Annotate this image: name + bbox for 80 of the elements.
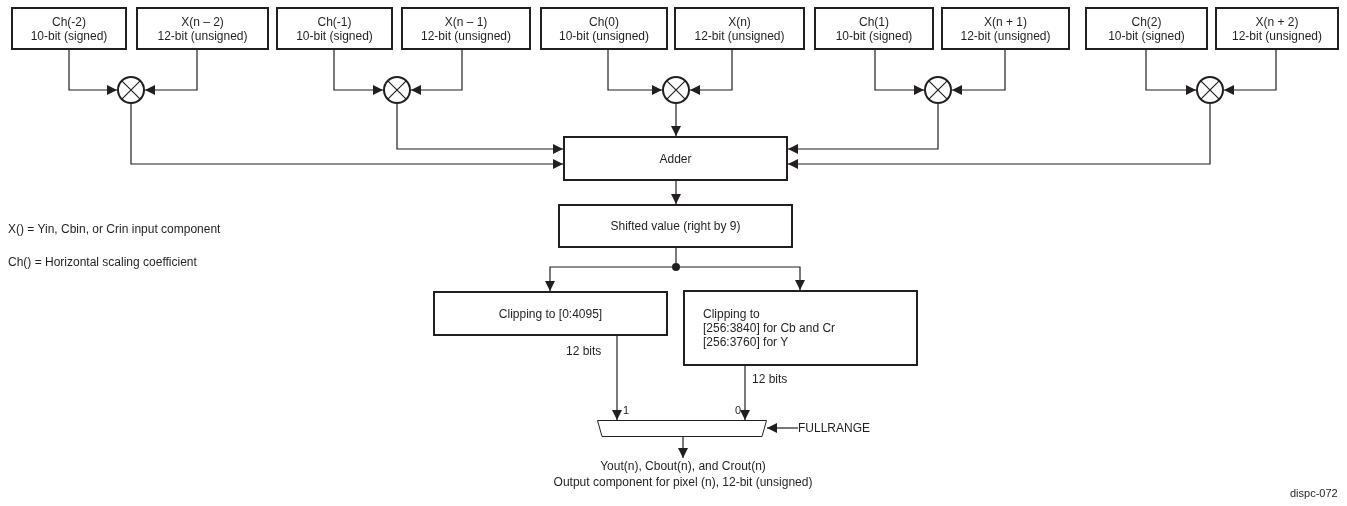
multiplexer-symbol bbox=[597, 420, 767, 437]
multiplier-symbol bbox=[924, 76, 952, 104]
arrow bbox=[144, 49, 198, 95]
arrow bbox=[333, 49, 384, 95]
edge-label: 12 bits bbox=[566, 344, 602, 358]
box-label: Clipping to bbox=[703, 307, 760, 321]
arrow bbox=[545, 266, 673, 292]
arrow bbox=[607, 49, 663, 95]
arrow bbox=[1223, 49, 1277, 95]
box-label: 10-bit (signed) bbox=[296, 28, 373, 43]
process-box bbox=[1215, 7, 1339, 50]
output-description: Yout(n), Cbout(n), and Crout(n) bbox=[600, 458, 766, 474]
arrow bbox=[68, 49, 118, 95]
process-box bbox=[401, 7, 531, 50]
box-label: 10-bit (signed) bbox=[30, 28, 108, 43]
box-label: [256:3760] for Y bbox=[703, 335, 789, 349]
process-box bbox=[276, 7, 393, 50]
box-label: X(n + 2) bbox=[1255, 14, 1299, 29]
process-box bbox=[540, 7, 668, 50]
box-label: Ch(-1) bbox=[317, 14, 352, 29]
box-label: 10-bit (unsigned) bbox=[558, 28, 650, 43]
process-box bbox=[558, 204, 793, 248]
box-label: Ch(-2) bbox=[52, 14, 86, 29]
multiplier-symbol bbox=[1196, 76, 1224, 104]
input-number: 0 bbox=[735, 404, 742, 417]
process-box bbox=[433, 291, 668, 336]
box-label: X(n – 1) bbox=[444, 14, 488, 29]
arrow bbox=[874, 49, 925, 95]
figure-id: dispc-072 bbox=[1290, 487, 1338, 500]
process-box bbox=[814, 7, 934, 50]
box-label: X(n) bbox=[728, 14, 751, 29]
box-label: [256:3840] for Cb and Cr bbox=[703, 321, 836, 335]
box-label: Adder bbox=[659, 151, 692, 166]
note-text: Ch() = Horizontal scaling coefficient bbox=[8, 256, 197, 269]
arrow bbox=[740, 365, 750, 421]
arrow bbox=[787, 103, 1211, 169]
process-box bbox=[1085, 7, 1208, 50]
box-label: Ch(0) bbox=[589, 14, 619, 29]
input-number: 1 bbox=[623, 404, 630, 417]
box-label: Ch(2) bbox=[1131, 14, 1162, 29]
box-label: Clipping to [0:4095] bbox=[498, 306, 603, 321]
multiplier-symbol bbox=[662, 76, 690, 104]
multiplier-symbol bbox=[117, 76, 145, 104]
connector-line bbox=[675, 247, 677, 264]
box-label: Ch(1) bbox=[859, 14, 889, 29]
box-label: X(n – 2) bbox=[181, 14, 224, 29]
process-box bbox=[674, 7, 805, 50]
box-label: 10-bit (signed) bbox=[1108, 28, 1185, 43]
arrow bbox=[766, 423, 799, 433]
box-label: Shifted value (right by 9) bbox=[610, 219, 741, 233]
process-box bbox=[136, 7, 269, 50]
box-label: 12-bit (unsigned) bbox=[420, 28, 512, 43]
multiplier-symbol bbox=[383, 76, 411, 104]
arrow bbox=[951, 49, 1006, 95]
arrow bbox=[130, 103, 564, 169]
arrow bbox=[410, 49, 463, 95]
arrow bbox=[612, 335, 622, 421]
signal-name: FULLRANGE bbox=[798, 420, 871, 436]
arrow bbox=[671, 180, 681, 205]
arrow bbox=[396, 103, 564, 154]
arrow bbox=[787, 103, 939, 154]
arrow bbox=[1145, 49, 1197, 95]
process-box bbox=[683, 290, 918, 366]
box-label: 12-bit (unsigned) bbox=[1231, 28, 1323, 43]
edge-label: 12 bits bbox=[752, 372, 788, 386]
box-label: 10-bit (signed) bbox=[835, 28, 913, 43]
process-box bbox=[563, 136, 788, 181]
arrow bbox=[678, 436, 688, 459]
process-box bbox=[11, 7, 127, 50]
junction-dot bbox=[672, 263, 680, 271]
arrow bbox=[689, 49, 733, 95]
box-label: 12-bit (unsigned) bbox=[694, 28, 785, 43]
process-box bbox=[941, 7, 1070, 50]
arrow bbox=[671, 103, 681, 137]
box-label: X(n + 1) bbox=[984, 14, 1027, 29]
box-label: 12-bit (unsigned) bbox=[157, 28, 248, 43]
note-text: X() = Yin, Cbin, or Crin input component bbox=[8, 223, 221, 236]
arrow bbox=[679, 266, 805, 291]
output-description: Output component for pixel (n), 12-bit (unsigned) bbox=[553, 474, 813, 490]
box-label: 12-bit (unsigned) bbox=[960, 28, 1051, 43]
